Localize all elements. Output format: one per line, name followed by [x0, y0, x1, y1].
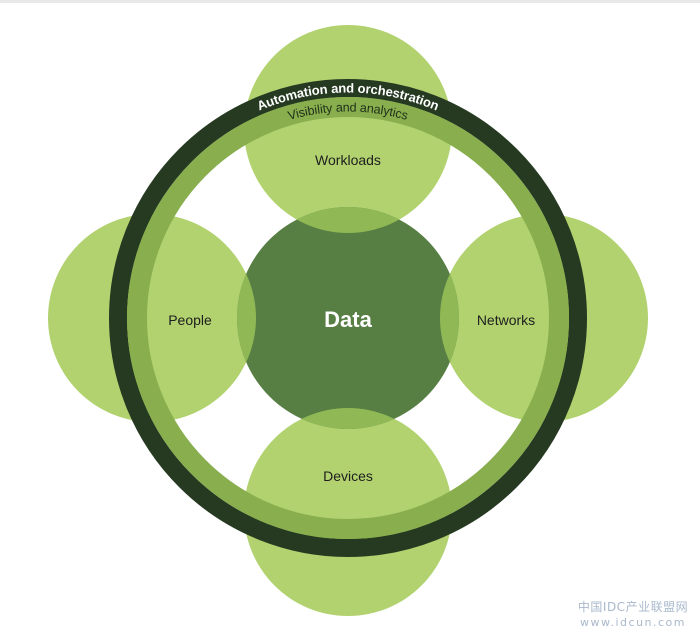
- devices-circle: [244, 408, 452, 616]
- inner-ring: [127, 97, 569, 539]
- watermark-line1: 中国IDC产业联盟网: [577, 600, 689, 614]
- watermark: 中国IDC产业联盟网 www.idcun.com: [574, 600, 692, 630]
- people-label: People: [168, 312, 212, 328]
- top-divider: [0, 0, 700, 3]
- workloads-label: Workloads: [315, 152, 381, 168]
- data-circle: [237, 207, 459, 429]
- watermark-line2: www.idcun.com: [580, 616, 686, 629]
- workloads-circle: [244, 25, 452, 233]
- networks-circle: [440, 214, 648, 422]
- networks-label: Networks: [477, 312, 535, 328]
- data-label: Data: [324, 307, 372, 332]
- people-circle: [48, 214, 256, 422]
- outer-ring: [109, 79, 587, 557]
- devices-label: Devices: [323, 468, 373, 484]
